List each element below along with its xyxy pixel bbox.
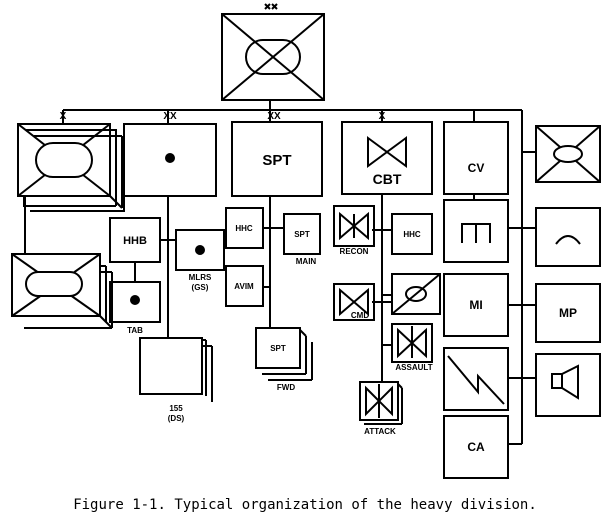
- assault-label: ASSAULT: [395, 363, 432, 372]
- spt-fwd-box-label: SPT: [270, 344, 286, 353]
- mlrs-gs-label: (GS): [192, 283, 209, 292]
- hhc-cbt-unit: [391, 213, 433, 255]
- discom-unit: [231, 121, 323, 197]
- hhc-cbt-label: HHC: [403, 230, 421, 239]
- cbt-label: CBT: [373, 171, 402, 187]
- mlrs-label: MLRS: [189, 273, 212, 282]
- mp-unit: [535, 283, 601, 343]
- cav-echelon-label: X: [60, 111, 67, 122]
- psyop-unit: [535, 353, 601, 417]
- hhc-spt-unit: [225, 207, 264, 249]
- recon-label: RECON: [340, 247, 369, 256]
- tab-label: TAB: [127, 326, 143, 335]
- assault-unit: [391, 323, 433, 363]
- ca-label: CA: [467, 440, 485, 454]
- dsa-battalion-unit: [139, 337, 213, 402]
- spt-label: SPT: [262, 152, 291, 169]
- mi-unit: [443, 273, 509, 337]
- aviation-maintenance-unit: [391, 273, 441, 315]
- avim-label: AVIM: [234, 282, 254, 291]
- mi-label: MI: [469, 298, 482, 312]
- spt-main-label: MAIN: [296, 257, 317, 266]
- spt-main-box-label: SPT: [294, 230, 310, 239]
- attack-label: ATTACK: [364, 427, 396, 436]
- attack-unit: [359, 381, 403, 425]
- dsa-ds-label: (DS): [168, 414, 185, 423]
- divarty-unit: [123, 123, 217, 197]
- division-hq-unit: [221, 3, 325, 101]
- hhb-unit: [109, 217, 161, 263]
- ca-unit: [443, 415, 509, 479]
- spt-main-unit: [283, 213, 321, 255]
- figure-caption: Figure 1-1. Typical organization of the …: [73, 497, 537, 513]
- mp-label: MP: [559, 306, 577, 320]
- cv-label: CV: [468, 161, 485, 175]
- tab-unit: [109, 281, 161, 323]
- recon-unit: [333, 205, 375, 247]
- aviation-brigade-unit: [341, 121, 433, 195]
- air-defense-unit: [535, 125, 601, 183]
- discom-echelon-label: XX: [267, 111, 281, 122]
- connector-lines: [24, 100, 536, 445]
- divarty-echelon-label: XX: [163, 111, 177, 122]
- spt-fwd-unit: [255, 327, 313, 381]
- cav-aviation-unit: [11, 253, 113, 329]
- avim-unit: [225, 265, 264, 307]
- aviation-echelon-label: X: [379, 111, 386, 122]
- dsa-155-label: 155: [169, 404, 183, 413]
- cmd-unit: [333, 283, 375, 321]
- hhc-spt-label: HHC: [235, 224, 253, 233]
- mlrs-unit: [175, 229, 225, 271]
- hhb-label: HHB: [123, 235, 147, 247]
- cv-unit: [443, 121, 509, 195]
- signal-unit: [443, 199, 509, 263]
- spt-fwd-label: FWD: [277, 383, 295, 392]
- engineer-unit: [443, 347, 509, 411]
- cavalry-squadron-unit: [17, 123, 125, 212]
- chemical-unit: [535, 207, 601, 267]
- cmd-label: CMD: [351, 311, 369, 320]
- echelon-labels: X XX XX X: [60, 111, 386, 122]
